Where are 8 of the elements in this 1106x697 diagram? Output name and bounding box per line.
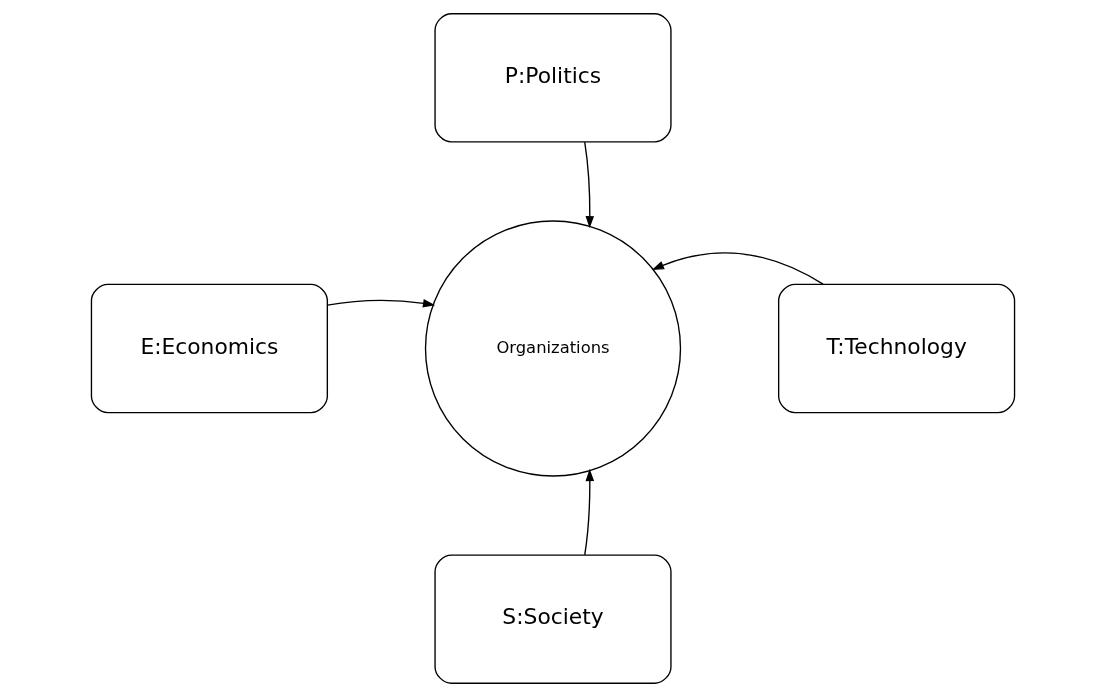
arrow <box>326 299 436 308</box>
arrow <box>584 141 595 229</box>
node-box: S:Society <box>434 554 672 684</box>
node-box: T:Technology <box>778 283 1016 414</box>
node-box: E:Economics <box>90 283 328 414</box>
arrow <box>584 468 595 556</box>
node-box: P:Politics <box>434 13 672 143</box>
arrow <box>651 252 824 285</box>
